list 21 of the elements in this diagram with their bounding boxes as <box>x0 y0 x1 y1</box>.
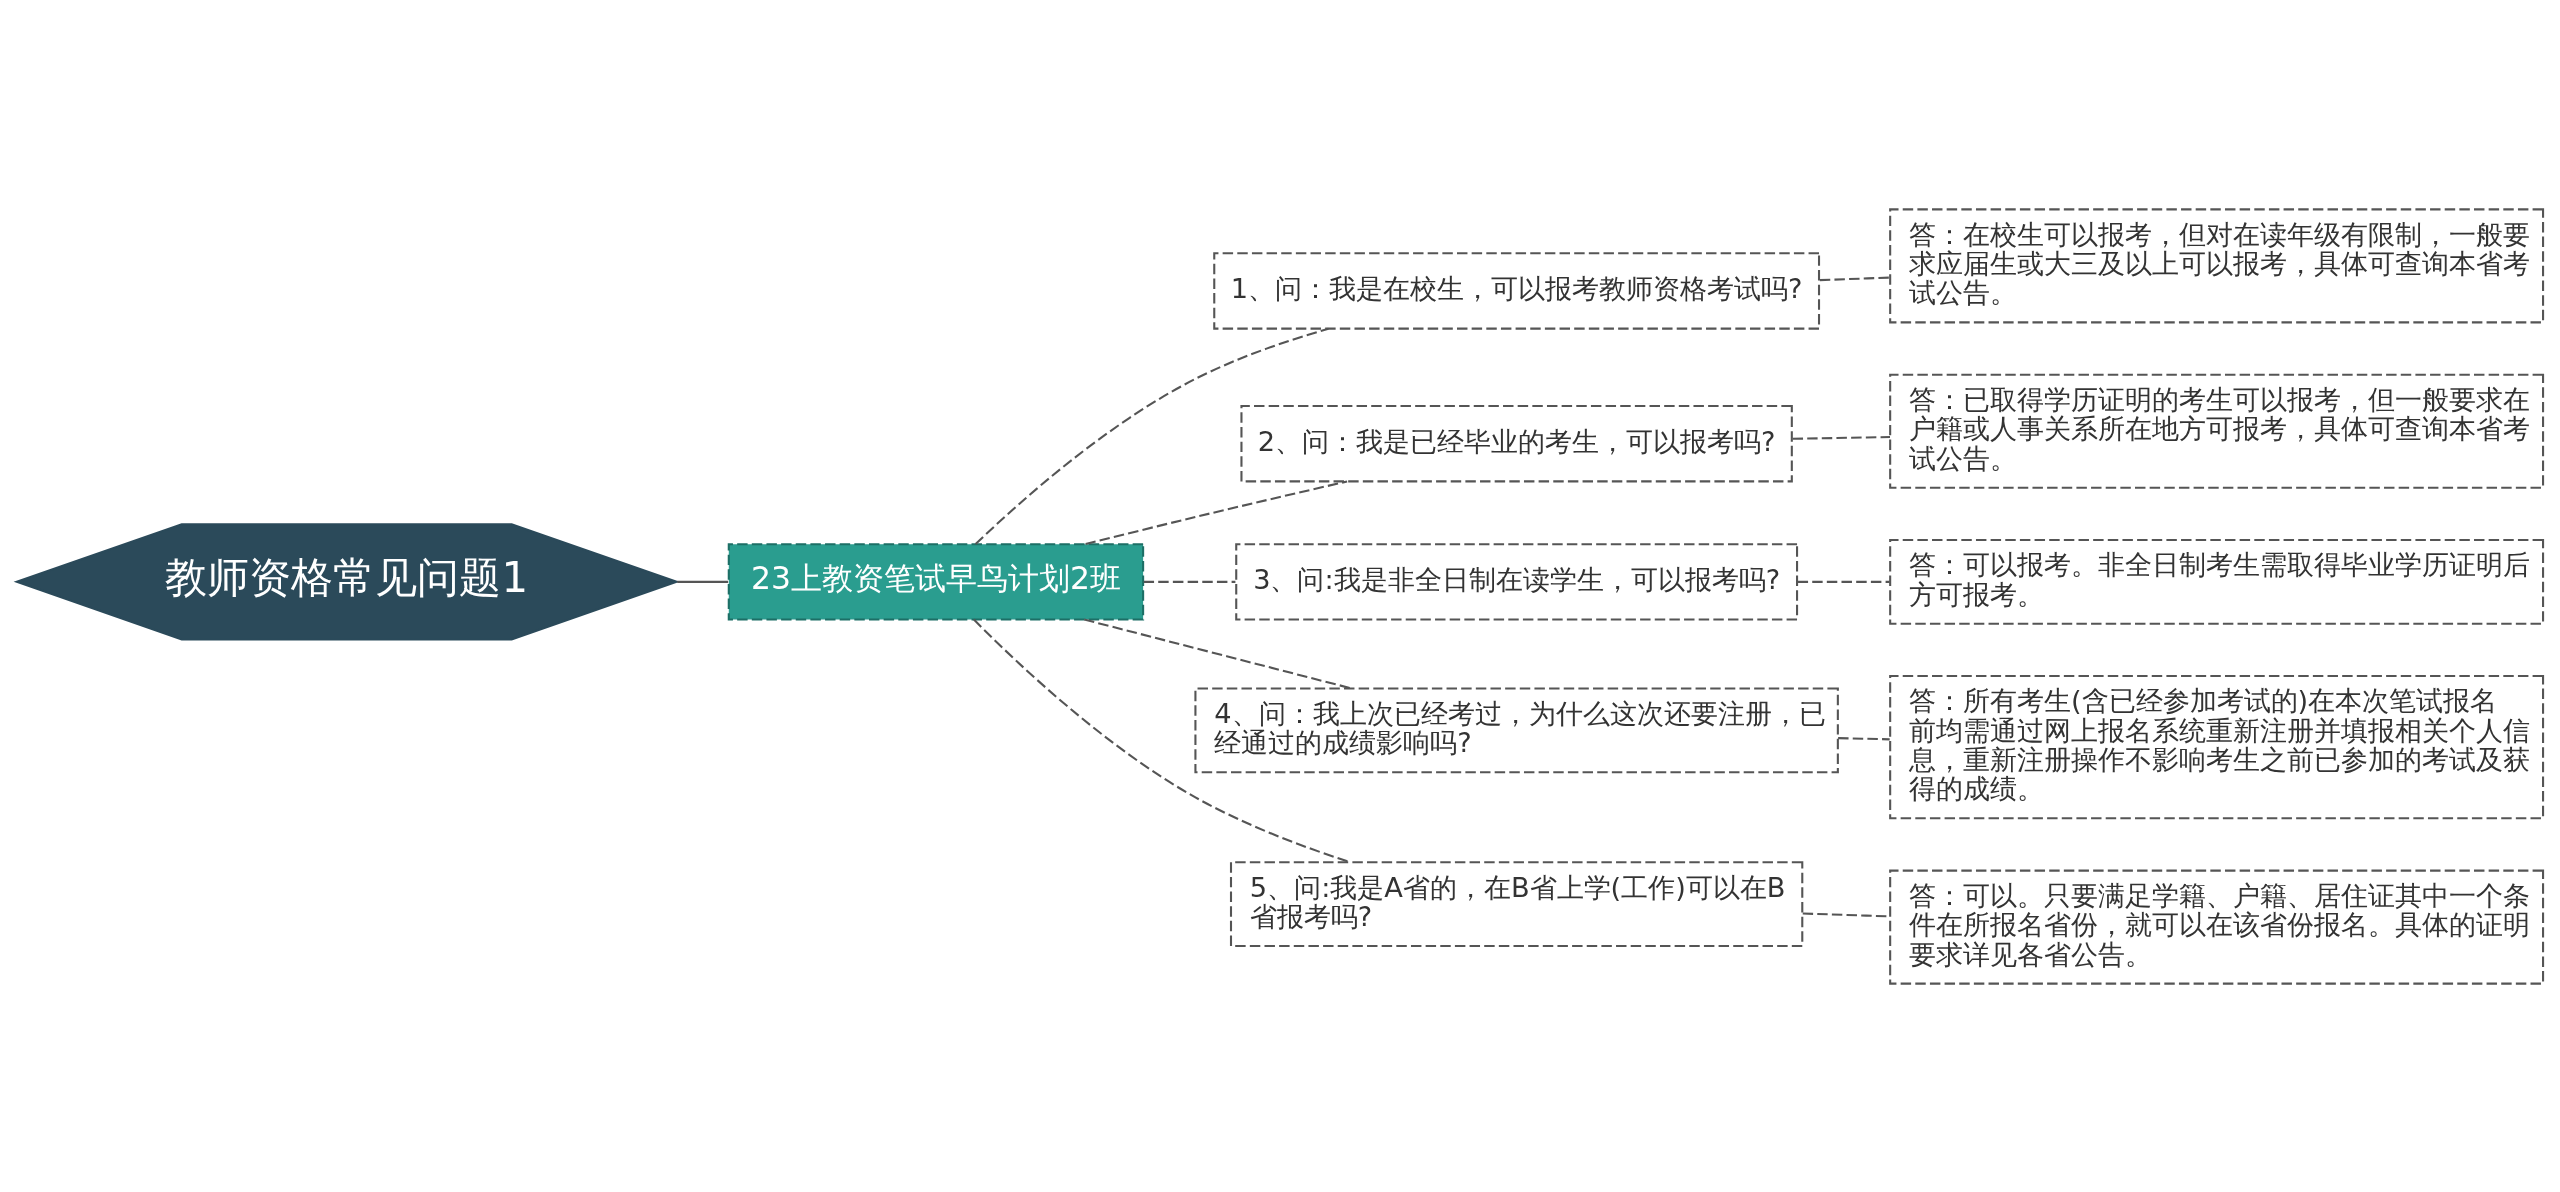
connector <box>974 327 1329 545</box>
node-box: 答：已取得学历证明的考生可以报考，但一般要求在户籍或人事关系所在地方可报考，具体可查询本省考试公告。 <box>1889 373 2545 489</box>
connector <box>1792 435 1891 440</box>
connector <box>1819 276 1890 281</box>
connector <box>1084 618 1352 689</box>
connector <box>1797 580 1890 583</box>
node-box: 答：在校生可以报考，但对在读年级有限制，一般要求应届生或大三及以上可以报考，具体可查询本省考试公告。 <box>1889 207 2545 323</box>
connector <box>677 580 729 583</box>
connector <box>1085 479 1348 545</box>
connector <box>1838 736 1890 740</box>
connector <box>1143 580 1236 583</box>
node-box: 3、问:我是非全日制在读学生，可以报考吗? <box>1235 542 1799 621</box>
connector <box>973 618 1351 863</box>
node-box: 2、问：我是已经毕业的考生，可以报考吗? <box>1240 404 1793 482</box>
node-box: 5、问:我是A省的，在B省上学(工作)可以在B省报考吗? <box>1229 860 1804 947</box>
node-box: 答：可以。只要满足学籍、户籍、居住证其中一个条件在所报名省份，就可以在该省份报名。具体的证明要求详见各省公告。 <box>1889 869 2545 985</box>
node-box: 23上教资笔试早鸟计划2班 <box>727 542 1145 621</box>
node-box: 答：所有考生(含已经参加考试的)在本次笔试报名前均需通过网上报名系统重新注册并填报相关个人信息，重新注册操作不影响考生之前已参加的考试及获得的成绩。 <box>1889 674 2545 819</box>
node-box: 4、问：我上次已经考过，为什么这次还要注册，已经通过的成绩影响吗? <box>1194 687 1839 773</box>
node-box: 答：可以报考。非全日制考生需取得毕业学历证明后方可报考。 <box>1889 538 2545 625</box>
node-box: 1、问：我是在校生，可以报考教师资格考试吗? <box>1213 251 1821 330</box>
